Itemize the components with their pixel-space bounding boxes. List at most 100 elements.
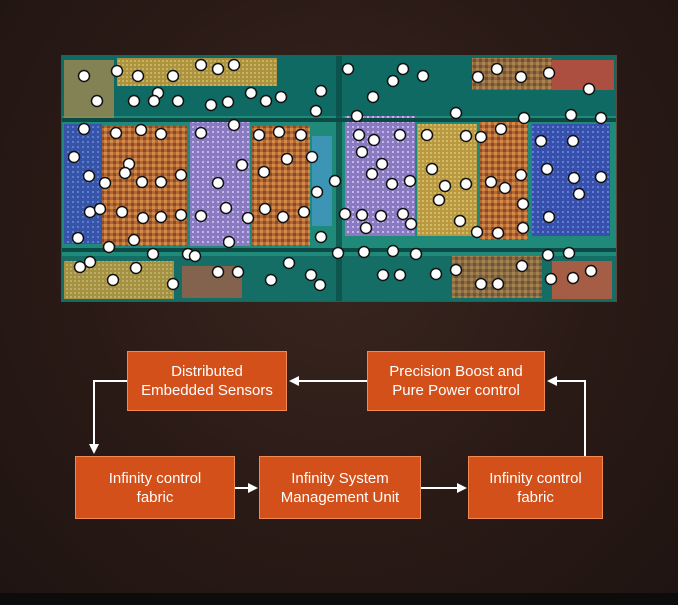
sensor-marker xyxy=(420,128,434,142)
sensor-marker xyxy=(147,94,161,108)
sensor-marker xyxy=(393,268,407,282)
sensor-marker xyxy=(453,214,467,228)
sensor-marker xyxy=(194,58,208,72)
sensor-marker xyxy=(594,111,608,125)
sensor-marker xyxy=(90,94,104,108)
sensor-marker xyxy=(564,108,578,122)
distributed-embedded-sensors-box: Distributed Embedded Sensors xyxy=(127,351,287,411)
sensor-marker xyxy=(127,94,141,108)
sensor-marker xyxy=(567,171,581,185)
sensor-marker xyxy=(514,70,528,84)
sensor-marker xyxy=(82,169,96,183)
sensor-marker xyxy=(258,202,272,216)
sensor-marker xyxy=(594,170,608,184)
sensor-marker xyxy=(459,129,473,143)
sensor-marker xyxy=(449,106,463,120)
sensor-marker xyxy=(341,62,355,76)
sensor-marker xyxy=(166,69,180,83)
sensor-marker xyxy=(227,118,241,132)
sensor-marker xyxy=(174,208,188,222)
sensor-marker xyxy=(227,58,241,72)
sensor-marker xyxy=(365,167,379,181)
sensor-marker xyxy=(77,122,91,136)
sensor-marker xyxy=(498,181,512,195)
sensor-marker xyxy=(449,263,463,277)
sensor-marker xyxy=(515,259,529,273)
sensor-marker xyxy=(154,210,168,224)
sensor-marker xyxy=(517,111,531,125)
sensor-marker xyxy=(77,69,91,83)
precision-boost-box: Precision Boost and Pure Power control xyxy=(367,351,545,411)
sensor-marker xyxy=(166,277,180,291)
sensor-marker xyxy=(194,209,208,223)
sensor-marker xyxy=(438,179,452,193)
box-label-line2: fabric xyxy=(136,488,174,506)
sensor-marker xyxy=(359,221,373,235)
sensor-marker xyxy=(566,134,580,148)
sensor-marker xyxy=(297,205,311,219)
arrow-sensors-to-fabric-left xyxy=(89,380,127,454)
sensor-marker xyxy=(470,225,484,239)
sensor-marker xyxy=(459,177,473,191)
sensor-marker xyxy=(313,278,327,292)
sensor-marker xyxy=(118,166,132,180)
sensor-marker xyxy=(350,109,364,123)
sensor-marker xyxy=(127,233,141,247)
sensor-marker xyxy=(102,240,116,254)
sensor-marker xyxy=(73,260,87,274)
sensor-marker xyxy=(386,74,400,88)
sensor-marker xyxy=(403,174,417,188)
sensor-marker xyxy=(109,126,123,140)
sensor-marker xyxy=(404,217,418,231)
sensor-marker xyxy=(375,157,389,171)
sensor-marker xyxy=(542,66,556,80)
sensor-marker xyxy=(328,174,342,188)
sensor-marker xyxy=(357,245,371,259)
sensor-marker xyxy=(174,168,188,182)
sensor-marker xyxy=(566,271,580,285)
sensor-marker xyxy=(491,226,505,240)
sensor-marker xyxy=(544,272,558,286)
sensor-marker xyxy=(516,197,530,211)
sensor-marker xyxy=(425,162,439,176)
arrow-fabric-right-to-boost xyxy=(547,376,586,456)
sensor-marker xyxy=(135,175,149,189)
sensor-marker xyxy=(115,205,129,219)
sensor-marker xyxy=(129,261,143,275)
sensor-marker xyxy=(304,268,318,282)
sensor-marker xyxy=(396,207,410,221)
sensor-marker xyxy=(385,177,399,191)
sensor-marker xyxy=(393,128,407,142)
sensor-marker xyxy=(294,128,308,142)
sensor-marker xyxy=(352,128,366,142)
sensor-marker xyxy=(222,235,236,249)
sensor-marker xyxy=(429,267,443,281)
box-label-line2: Embedded Sensors xyxy=(141,382,273,399)
sensor-marker xyxy=(272,125,286,139)
box-label-line2: Management Unit xyxy=(280,488,400,506)
sensor-marker xyxy=(154,127,168,141)
sensor-marker xyxy=(416,69,430,83)
sensor-marker xyxy=(474,130,488,144)
sensor-marker xyxy=(540,162,554,176)
infinity-system-management-unit-box: Infinity System Management Unit xyxy=(259,456,421,519)
box-label-line2: fabric xyxy=(517,488,554,506)
sensor-marker xyxy=(252,128,266,142)
sensor-marker xyxy=(244,86,258,100)
sensor-marker xyxy=(204,98,218,112)
sensor-marker xyxy=(516,221,530,235)
bottom-band xyxy=(0,593,678,605)
sensor-marker xyxy=(367,133,381,147)
sensor-marker xyxy=(355,208,369,222)
sensor-marker xyxy=(471,70,485,84)
sensor-marker xyxy=(541,248,555,262)
sensor-marker xyxy=(67,150,81,164)
sensor-marker xyxy=(280,152,294,166)
infinity-control-fabric-right-box: Infinity control fabric xyxy=(468,456,603,519)
sensor-marker xyxy=(131,69,145,83)
sensor-marker xyxy=(211,176,225,190)
box-label-line1: Infinity System xyxy=(291,469,389,487)
sensor-marker xyxy=(264,273,278,287)
die-photo-svg xyxy=(62,56,616,301)
sensor-marker xyxy=(355,145,369,159)
